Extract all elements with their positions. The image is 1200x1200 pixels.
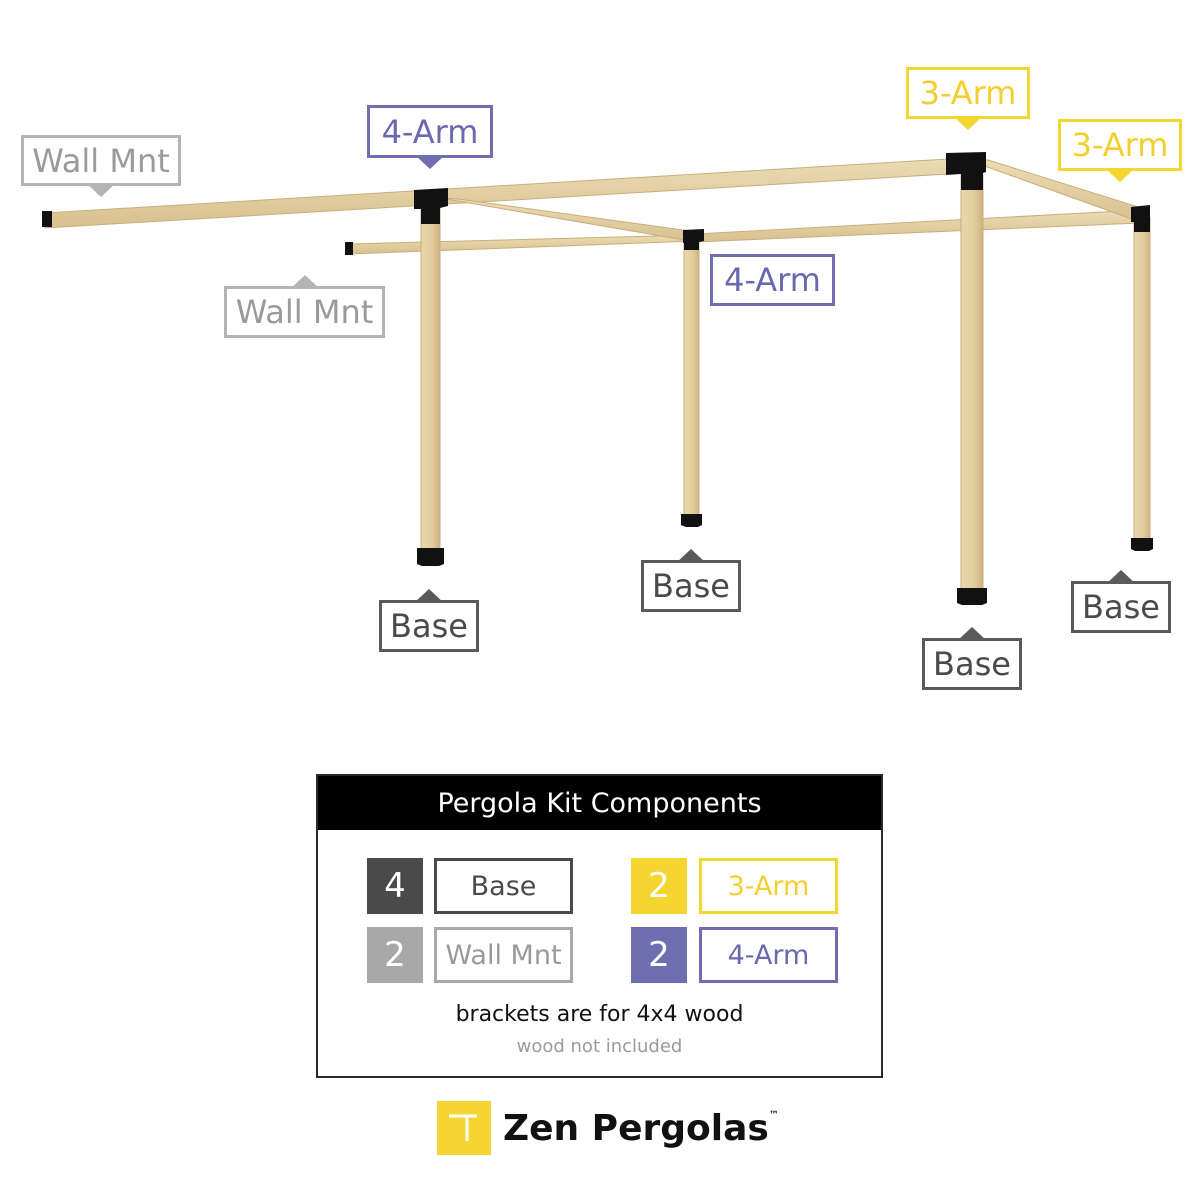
- three-arm-callout-right: 3-Arm: [1058, 119, 1182, 182]
- base-callout-2: Base: [641, 549, 741, 612]
- base-bracket-4: [1131, 538, 1153, 551]
- brand-name-text: Zen Pergolas: [503, 1107, 769, 1149]
- callout-pointer: [1106, 570, 1136, 584]
- base-callout-3: Base: [922, 627, 1022, 690]
- base-callout-2-label: Base: [652, 567, 730, 605]
- beam-back: [347, 234, 696, 255]
- four-arm-callout-mid-label: 4-Arm: [724, 261, 821, 299]
- pergola-diagram: [42, 152, 1153, 605]
- base-callout-4: Base: [1071, 570, 1171, 633]
- callout-pointer: [957, 627, 987, 641]
- base-callout-3-label: Base: [933, 645, 1011, 683]
- trademark-symbol: ™: [768, 1109, 779, 1121]
- wall-mount-label: Wall Mnt: [434, 927, 573, 983]
- three-arm-label: 3-Arm: [699, 858, 838, 914]
- four-arm-callout-top: 4-Arm: [367, 105, 493, 169]
- wall-mount-bracket-back: [345, 242, 353, 255]
- wall-mount-callout-bottom: Wall Mnt: [224, 275, 385, 338]
- wall-mount-callout-top-label: Wall Mnt: [32, 141, 170, 180]
- three-arm-callout-right-label: 3-Arm: [1071, 126, 1169, 164]
- brand-name: Zen Pergolas™: [503, 1108, 779, 1149]
- four-arm-bracket-front: [414, 188, 448, 224]
- four-arm-label: 4-Arm: [699, 927, 838, 983]
- wall-mount-callout-bottom-label: Wall Mnt: [235, 293, 374, 331]
- three-arm-bracket-right: [1131, 205, 1150, 232]
- three-arm-callout-left: 3-Arm: [906, 67, 1030, 130]
- callout-pointer: [289, 275, 320, 289]
- four-arm-callout-mid: 4-Arm: [710, 254, 835, 306]
- base-bracket-3: [957, 588, 987, 605]
- callout-pointer: [86, 183, 116, 197]
- zen-pergolas-logo-icon: [437, 1101, 491, 1155]
- four-arm-count: 2: [631, 927, 687, 983]
- post-4: [1133, 217, 1151, 545]
- beam-diagonal: [439, 197, 699, 243]
- callout-pointer: [1105, 168, 1135, 182]
- base-callout-4-label: Base: [1082, 588, 1160, 626]
- post-1: [420, 199, 441, 555]
- beam-back-right: [694, 209, 1141, 243]
- base-bracket-1: [417, 548, 444, 566]
- three-arm-callout-left-label: 3-Arm: [919, 74, 1017, 112]
- four-arm-callout-top-label: 4-Arm: [381, 112, 479, 151]
- four-arm-bracket-mid: [683, 229, 704, 250]
- three-arm-count: 2: [631, 858, 687, 914]
- post-3: [960, 174, 984, 596]
- kit-title: Pergola Kit Components: [318, 776, 881, 830]
- callout-pointer: [415, 155, 445, 169]
- base-label: Base: [434, 858, 573, 914]
- callout-pointer: [676, 549, 706, 563]
- base-callout-1-label: Base: [390, 607, 468, 645]
- base-callout-1: Base: [379, 589, 479, 652]
- base-count: 4: [367, 858, 423, 914]
- wood-not-included-note: wood not included: [516, 1036, 683, 1057]
- bracket-size-note: brackets are for 4x4 wood: [455, 1002, 744, 1027]
- wall-mount-count: 2: [367, 927, 423, 983]
- callout-pointer: [953, 116, 983, 130]
- beam-front: [44, 157, 966, 229]
- base-bracket-2: [681, 514, 702, 527]
- post-2: [683, 237, 700, 521]
- callout-pointer: [414, 589, 444, 603]
- wall-mount-bracket-front: [42, 211, 52, 227]
- kit-components-box: Pergola Kit Components 4 Base 2 Wall Mnt…: [316, 774, 883, 1078]
- brand-logo-group: Zen Pergolas™: [437, 1101, 779, 1155]
- three-arm-bracket-left: [946, 152, 986, 190]
- wall-mount-callout-top: Wall Mnt: [21, 135, 181, 197]
